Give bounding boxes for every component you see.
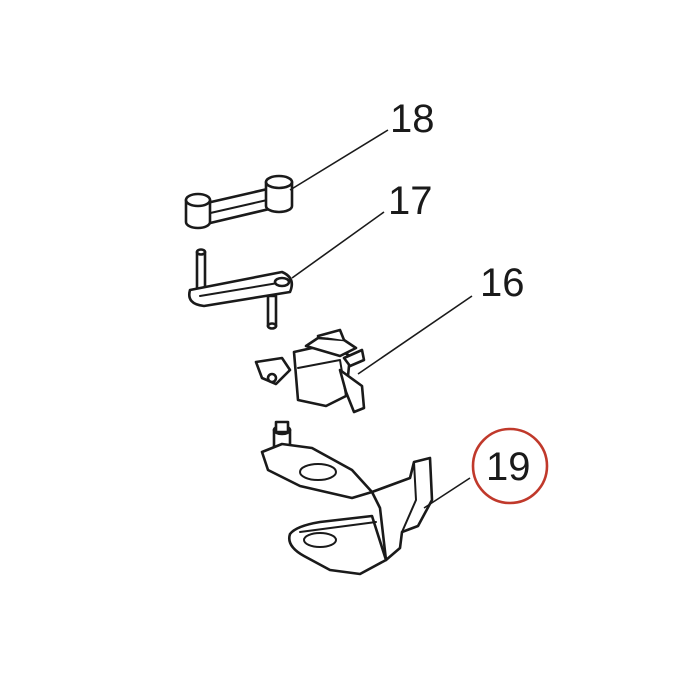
part-16-lever-bracket [254, 328, 366, 414]
highlight-ring-19 [471, 427, 549, 505]
callout-label-19: 19 [486, 445, 531, 489]
callout-label-17: 17 [388, 179, 433, 223]
callout-label-16: 16 [480, 261, 525, 305]
leader-line-19 [423, 477, 471, 509]
part-18-link [184, 174, 294, 230]
part-17-crank [188, 248, 294, 330]
leader-line-18 [289, 129, 389, 191]
leader-line-17 [291, 211, 385, 279]
leader-line-16 [357, 295, 473, 375]
part-19-main-bracket [260, 420, 434, 576]
callout-label-18: 18 [390, 97, 435, 141]
